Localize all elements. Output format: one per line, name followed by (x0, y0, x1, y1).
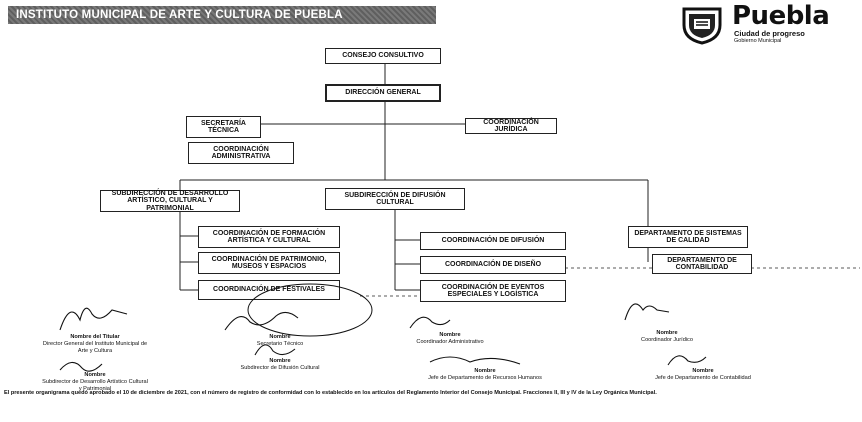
org-box-consejo: CONSEJO CONSULTIVO (325, 48, 441, 64)
org-box-coordinacion-juridica: COORDINACIÓN JURÍDICA (465, 118, 557, 134)
signature-name: Nombre (474, 368, 496, 374)
signature-block-8: Nombre Jefe de Departamento de Contabili… (648, 368, 758, 382)
org-box-subdireccion-desarrollo: SUBDIRECCIÓN DE DESARROLLO ARTÍSTICO, CU… (100, 190, 240, 212)
org-box-d2-child-2: COORDINACIÓN DE DISEÑO (420, 256, 566, 274)
signature-name: Nombre (269, 334, 291, 340)
signature-block-4: Nombre Subdirector de Difusión Cultural (220, 358, 340, 372)
org-box-secretaria-tecnica: SECRETARÍA TÉCNICA (186, 116, 261, 138)
signature-name: Nombre (656, 330, 678, 336)
puebla-logo: Puebla Ciudad de progreso Gobierno Munic… (680, 1, 858, 45)
signature-block-5: Nombre Coordinador Administrativo (395, 332, 505, 346)
signature-block-3: Nombre Subdirector de Desarrollo Artísti… (40, 372, 150, 393)
signature-block-7: Nombre Coordinador Jurídico (612, 330, 722, 344)
signature-block-1: Nombre del Titular Director General del … (40, 334, 150, 355)
org-box-d3-child-1: DEPARTAMENTO DE SISTEMAS DE CALIDAD (628, 226, 748, 248)
signature-position: Secretario Técnico (256, 340, 304, 347)
institution-banner: INSTITUTO MUNICIPAL DE ARTE Y CULTURA DE… (8, 6, 436, 24)
signature-block-2: Nombre Secretario Técnico (225, 334, 335, 348)
org-box-direccion-general: DIRECCIÓN GENERAL (325, 84, 441, 102)
logo-subtitle: Gobierno Municipal (734, 38, 782, 44)
signature-name: Nombre (439, 332, 461, 338)
signature-position: Coordinador Administrativo (416, 338, 484, 345)
org-box-subdireccion-difusion: SUBDIRECCIÓN DE DIFUSIÓN CULTURAL (325, 188, 465, 210)
signature-position: Subdirector de Desarrollo Artístico Cult… (42, 378, 148, 392)
logo-wordmark: Puebla (732, 1, 830, 31)
signature-name: Nombre (84, 372, 106, 378)
org-box-d2-child-1: COORDINACIÓN DE DIFUSIÓN (420, 232, 566, 250)
logo-tagline: Ciudad de progreso (734, 29, 805, 38)
signature-name: Nombre (692, 368, 714, 374)
org-box-d1-child-2: COORDINACIÓN DE PATRIMONIO, MUSEOS Y ESP… (198, 252, 340, 274)
signature-position: Coordinador Jurídico (641, 336, 693, 343)
org-box-d3-child-2: DEPARTAMENTO DE CONTABILIDAD (652, 254, 752, 274)
org-box-coordinacion-administrativa: COORDINACIÓN ADMINISTRATIVA (188, 142, 294, 164)
signature-block-6: Nombre Jefe de Departamento de Recursos … (420, 368, 550, 382)
org-box-d1-child-1: COORDINACIÓN DE FORMACIÓN ARTÍSTICA Y CU… (198, 226, 340, 248)
signature-name: Nombre del Titular (70, 334, 120, 340)
coat-of-arms-icon (682, 7, 722, 45)
signature-position: Jefe de Departamento de Recursos Humanos (428, 374, 542, 381)
footer-approval-text: El presente organigrama quedó aprobado e… (4, 390, 657, 396)
signature-position: Subdirector de Difusión Cultural (240, 364, 320, 371)
signature-name: Nombre (269, 358, 291, 364)
signature-position: Director General del Instituto Municipal… (42, 340, 148, 354)
org-box-d2-child-3: COORDINACIÓN DE EVENTOS ESPECIALES Y LOG… (420, 280, 566, 302)
signature-position: Jefe de Departamento de Contabilidad (655, 374, 751, 381)
